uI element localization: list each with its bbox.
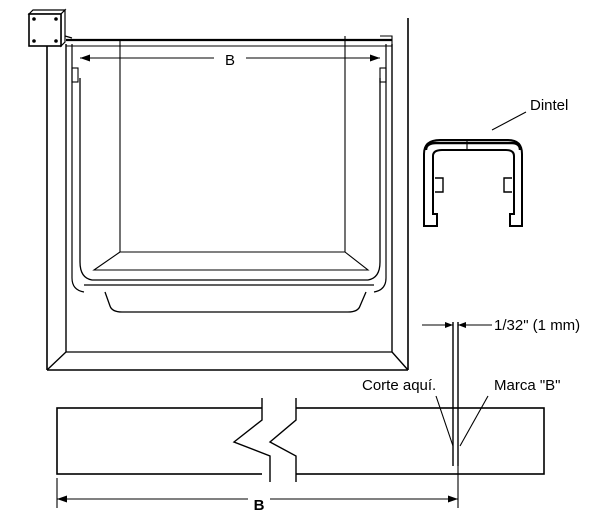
dim-top-label: B [225, 52, 235, 69]
right-jamb-bump [379, 67, 387, 83]
cut-here-leader [435, 395, 454, 447]
gap-right-arrow [458, 322, 466, 328]
junction-box-icon [27, 8, 73, 48]
header-top-lip [424, 141, 522, 151]
dim-bottom-left-arrow [57, 495, 67, 503]
mark-b-leader [459, 395, 489, 447]
surround-left-flange [46, 44, 67, 371]
break-symbol-left [232, 398, 271, 482]
dim-bottom-label: B [254, 497, 265, 514]
mark-b-label: Marca "B" [494, 377, 561, 394]
break-symbol-right [268, 398, 297, 482]
surround-left-return [71, 44, 85, 293]
gap-indicator: 1/32" (1 mm) [422, 317, 580, 334]
header-bar-outline [56, 407, 545, 475]
header-right-inner-slot [503, 177, 512, 193]
header-profile [423, 139, 523, 227]
tub-floor-perspective [92, 251, 370, 271]
tub-apron-front [104, 291, 367, 313]
dim-top-left-arrow [80, 54, 90, 62]
surround-right-return [373, 44, 387, 293]
gap-left-arrow [445, 322, 453, 328]
cut-here-label: Corte aquí. [362, 377, 436, 394]
dim-top-right-arrow [370, 54, 380, 62]
header-bar-cut-view [56, 322, 545, 482]
tub-surround [46, 18, 409, 371]
dintel-leader [491, 111, 527, 131]
tub-ledge-outline [79, 78, 381, 281]
surround-right-flange [391, 44, 409, 371]
dintel-label: Dintel [530, 97, 568, 114]
dimension-b-top: B [80, 52, 380, 69]
break-mask [262, 402, 296, 480]
top-right-corner-clip [380, 35, 393, 46]
dimension-b-bottom: B [56, 466, 459, 514]
gap-spec-label: 1/32" (1 mm) [494, 317, 580, 334]
left-jamb-bump [71, 67, 79, 83]
dim-bottom-right-arrow [448, 495, 458, 503]
header-channel-outline [423, 139, 523, 227]
header-left-inner-slot [435, 177, 444, 193]
